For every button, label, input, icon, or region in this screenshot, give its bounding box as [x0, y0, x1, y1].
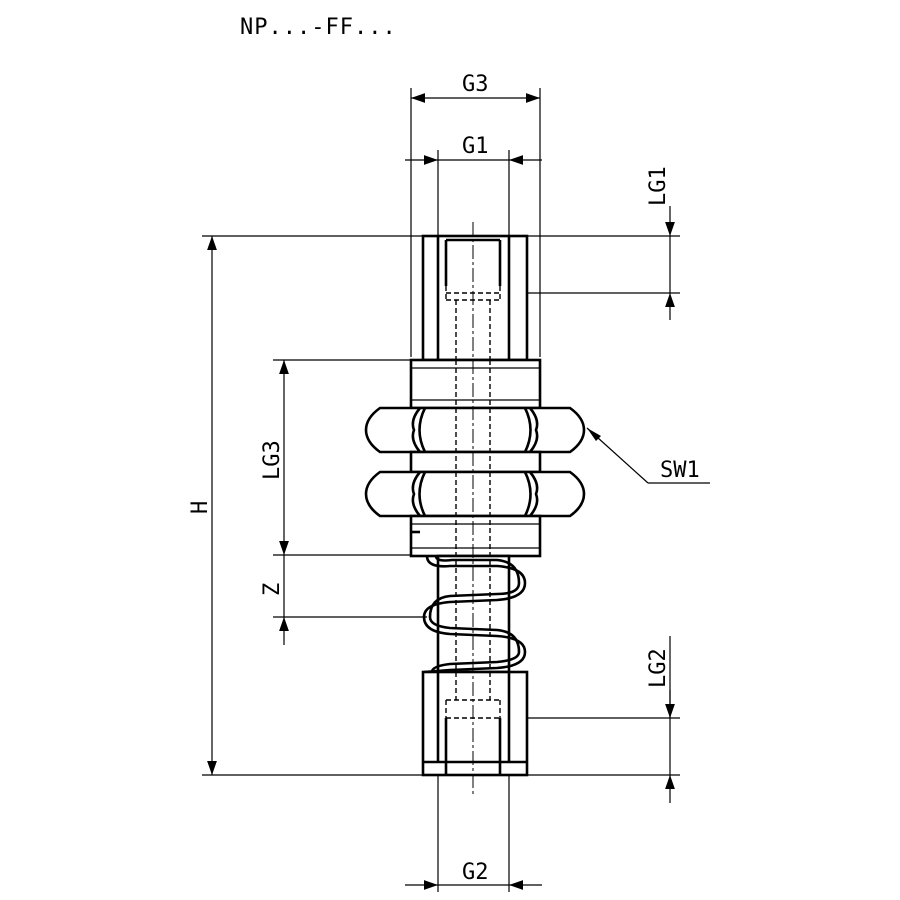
label-lg2: LG2: [646, 648, 671, 688]
label-g3: G3: [462, 72, 489, 97]
dim-lg2: LG2: [500, 636, 680, 803]
label-lg3: LG3: [260, 440, 285, 480]
label-g1: G1: [462, 134, 489, 159]
label-h: H: [188, 501, 213, 514]
leader-sw1: SW1: [586, 427, 710, 484]
dim-g3: G3: [410, 72, 541, 357]
label-sw1: SW1: [660, 458, 700, 483]
dim-lg1: LG1: [500, 166, 680, 320]
part-outline: [364, 222, 586, 795]
dim-h: H: [188, 235, 423, 776]
label-lg1: LG1: [646, 166, 671, 206]
label-z: Z: [260, 583, 285, 596]
dim-g2: G2: [405, 775, 542, 892]
dim-g1: G1: [405, 134, 542, 236]
dim-z: Z: [260, 555, 427, 645]
dim-lg3: LG3: [260, 359, 411, 556]
drawing-title: NP...-FF...: [240, 15, 397, 40]
label-g2: G2: [462, 860, 489, 885]
